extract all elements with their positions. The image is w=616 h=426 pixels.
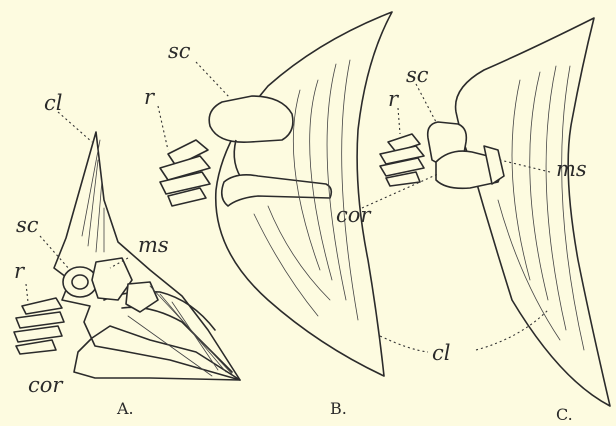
label-a-sc: sc [16,213,39,237]
caption-c: C. [556,405,573,424]
figure-c [362,18,610,406]
figure-c-clavicle [456,18,610,406]
label-c-sc: sc [406,63,429,87]
figure-c-radials [380,134,424,186]
figure-b-scapula [209,96,293,142]
label-a-cl: cl [44,91,62,115]
label-a-r: r [14,259,26,283]
label-bc-cl: cl [432,341,450,365]
figure-a [14,112,240,380]
figure-a-radials [14,298,64,354]
label-b-sc: sc [168,39,191,63]
figure-b [158,12,392,376]
label-a-ms: ms [138,233,169,257]
label-b-r: r [144,85,156,109]
caption-a: A. [116,399,134,418]
label-a-cor: cor [28,373,64,397]
figure-a-coracoid [74,326,240,380]
label-c-cor: cor [336,203,372,227]
label-c-r: r [388,87,400,111]
caption-b: B. [330,399,347,418]
figure-b-radials [160,140,210,206]
label-c-ms: ms [556,157,587,181]
